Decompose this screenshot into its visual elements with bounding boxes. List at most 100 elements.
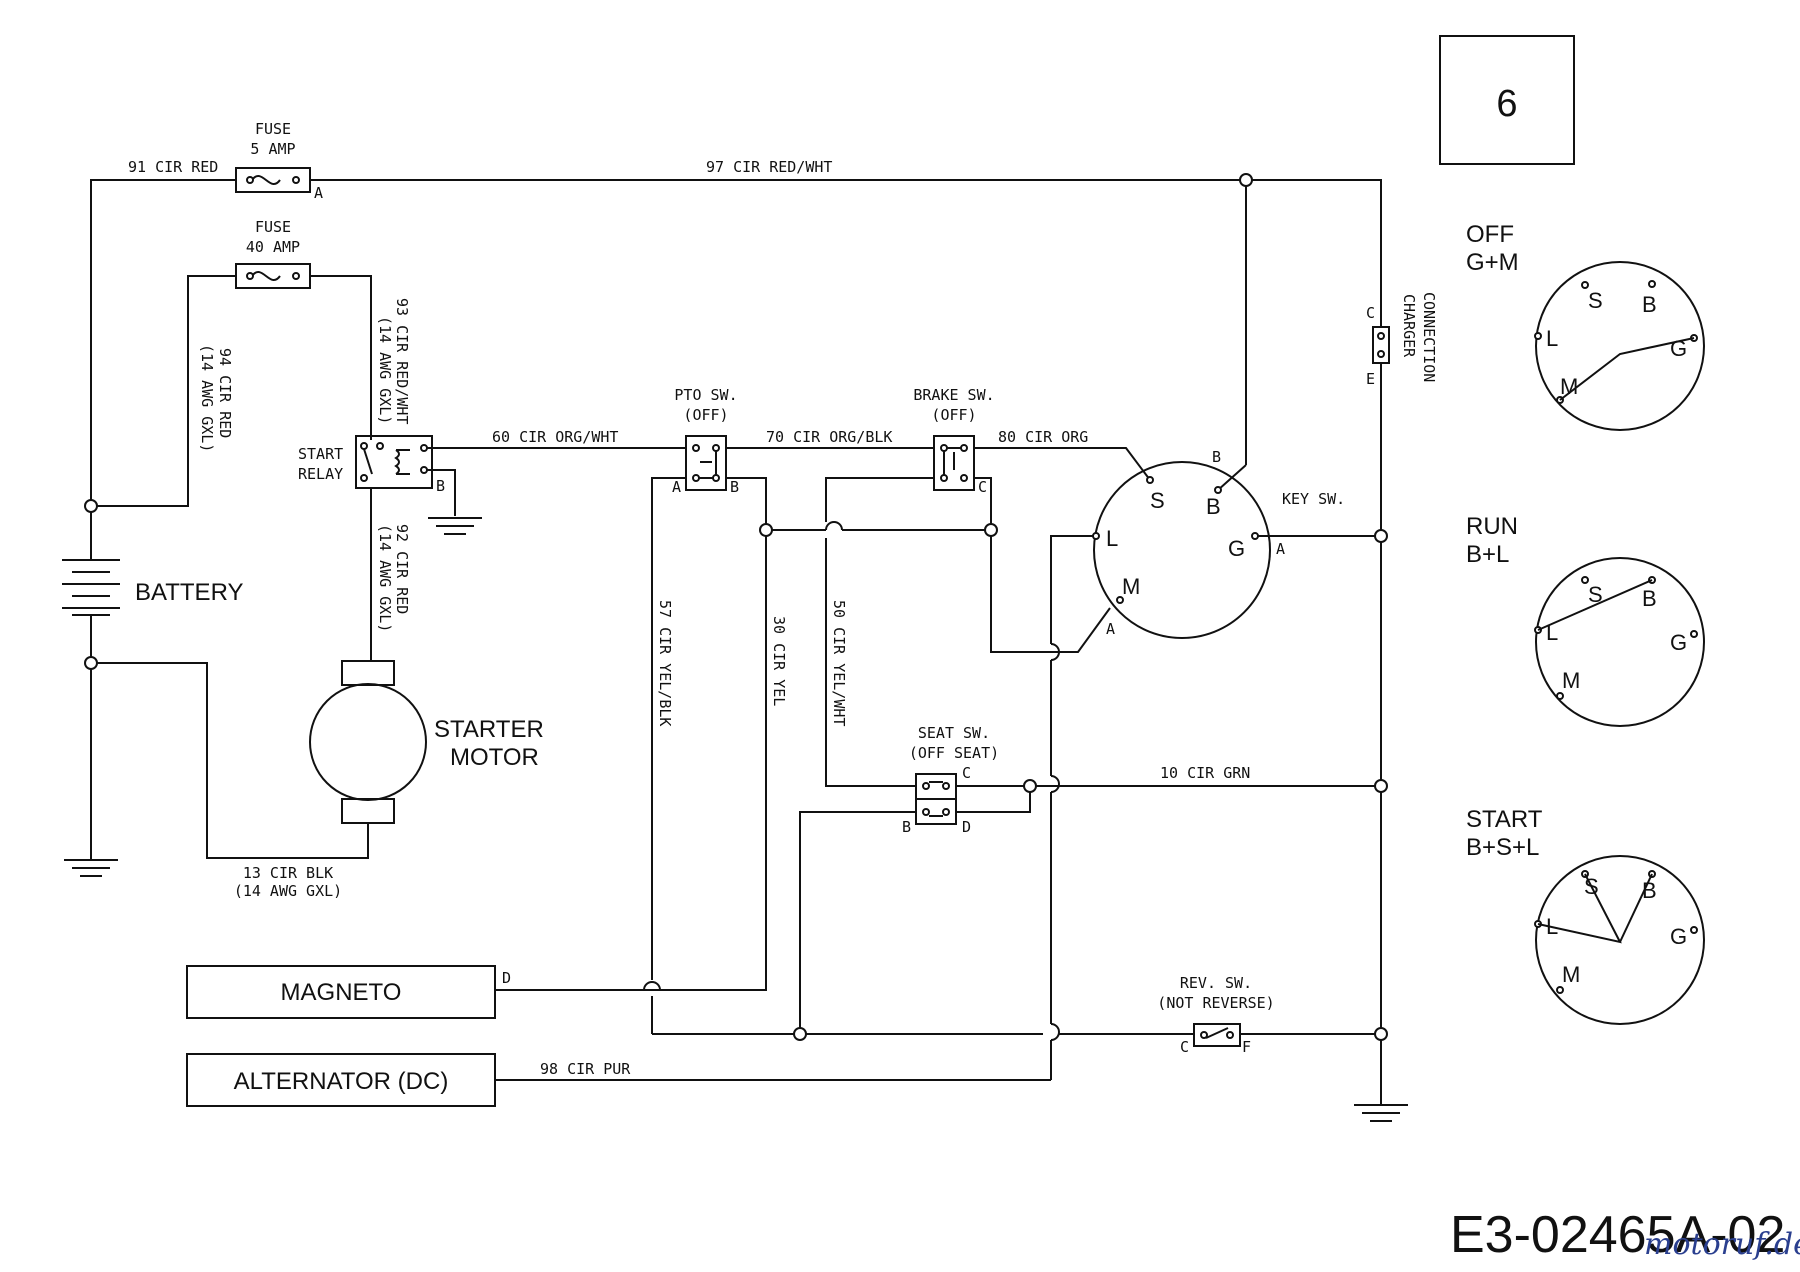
off-title: OFF xyxy=(1466,221,1514,248)
wire-93-a: 93 CIR RED/WHT xyxy=(393,298,411,424)
key-a-m: A xyxy=(1106,620,1115,638)
key-l: L xyxy=(1106,526,1118,551)
wire-97: 97 CIR RED/WHT xyxy=(706,158,832,176)
brake-switch: BRAKE SW. (OFF) C xyxy=(913,386,994,496)
wire-80: 80 CIR ORG xyxy=(998,428,1088,446)
wire-94-a: 94 CIR RED xyxy=(216,348,234,438)
wire-92-a: 92 CIR RED xyxy=(393,524,411,614)
wire-labels: 91 CIR RED 97 CIR RED/WHT 60 CIR ORG/WHT… xyxy=(128,158,1250,1078)
starter-label-2: MOTOR xyxy=(450,744,539,771)
pto-term-b: B xyxy=(730,478,739,496)
rev-label-2: (NOT REVERSE) xyxy=(1157,994,1274,1012)
run-g: G xyxy=(1670,630,1687,655)
watermark-logo: motoruf.de xyxy=(1644,1227,1800,1262)
seat-label-1: SEAT SW. xyxy=(918,724,990,742)
key-position-start: START B+S+L S B L G M xyxy=(1466,806,1705,1025)
fuse-5-title: FUSE xyxy=(255,120,291,138)
start-m: M xyxy=(1562,962,1580,987)
wire-13-b: (14 AWG GXL) xyxy=(234,882,342,900)
wire-98: 98 CIR PUR xyxy=(540,1060,631,1078)
key-s: S xyxy=(1150,488,1165,513)
key-a-g: A xyxy=(1276,540,1285,558)
wire-57: 57 CIR YEL/BLK xyxy=(656,600,674,726)
off-m: M xyxy=(1560,374,1578,399)
off-s: S xyxy=(1588,288,1603,313)
key-g: G xyxy=(1228,536,1245,561)
off-combo: G+M xyxy=(1466,249,1519,276)
wires xyxy=(90,179,1382,1105)
fuse-5-amp: FUSE 5 AMP A xyxy=(235,120,323,202)
start-title: START xyxy=(1466,806,1543,833)
battery: BATTERY xyxy=(62,559,243,616)
reverse-switch: REV. SW. (NOT REVERSE) C F xyxy=(1157,974,1274,1056)
footer: E3-02465A-02 motoruf.de xyxy=(1450,1206,1800,1264)
pto-label-1: PTO SW. xyxy=(674,386,737,404)
charger-connection: C E CHARGER CONNECTION xyxy=(1366,292,1438,388)
seat-term-c: C xyxy=(962,764,971,782)
key-position-run: RUN B+L S B L G M xyxy=(1466,513,1705,727)
key-sw-label: KEY SW. xyxy=(1282,490,1345,508)
fuse-5-terminal: A xyxy=(314,184,323,202)
rev-term-c: C xyxy=(1180,1038,1189,1056)
wire-91: 91 CIR RED xyxy=(128,158,218,176)
start-b: B xyxy=(1642,878,1657,903)
page-number-box: 6 xyxy=(1439,35,1575,165)
starter-motor: STARTER MOTOR xyxy=(309,660,544,824)
magneto-term-d: D xyxy=(502,969,511,987)
ground-right xyxy=(1354,1104,1408,1122)
fuse-5-rating: 5 AMP xyxy=(250,140,295,158)
wire-10: 10 CIR GRN xyxy=(1160,764,1250,782)
off-l: L xyxy=(1546,326,1558,351)
run-m: M xyxy=(1562,668,1580,693)
charger-label-1: CHARGER xyxy=(1400,294,1418,358)
wire-60: 60 CIR ORG/WHT xyxy=(492,428,618,446)
relay-label-2: RELAY xyxy=(298,465,343,483)
fuse-40-rating: 40 AMP xyxy=(246,238,300,256)
junction-dots xyxy=(84,173,1388,1041)
alternator-label: ALTERNATOR (DC) xyxy=(234,1068,449,1095)
wire-92-b: (14 AWG GXL) xyxy=(376,524,394,632)
ground-battery xyxy=(64,859,118,877)
seat-term-b: B xyxy=(902,818,911,836)
start-relay: START RELAY B xyxy=(298,435,445,495)
run-b: B xyxy=(1642,586,1657,611)
rev-label-1: REV. SW. xyxy=(1180,974,1252,992)
wire-93-b: (14 AWG GXL) xyxy=(376,316,394,424)
seat-switch: SEAT SW. (OFF SEAT) C B D xyxy=(902,724,999,836)
magneto-label: MAGNETO xyxy=(281,979,402,1006)
key-m: M xyxy=(1122,574,1140,599)
pto-term-a: A xyxy=(672,478,681,496)
off-b: B xyxy=(1642,292,1657,317)
alternator: ALTERNATOR (DC) xyxy=(186,1053,496,1107)
pto-switch: PTO SW. (OFF) A B xyxy=(672,386,739,496)
wire-94-b: (14 AWG GXL) xyxy=(198,344,216,452)
charger-term-c: C xyxy=(1366,304,1375,322)
seat-label-2: (OFF SEAT) xyxy=(909,744,999,762)
brake-label-2: (OFF) xyxy=(931,406,976,424)
battery-label: BATTERY xyxy=(135,579,243,606)
key-switch: S B L G M B A A KEY SW. xyxy=(1092,448,1345,639)
key-position-off: OFF G+M S B L G M xyxy=(1466,221,1705,431)
drawing-id: E3-02465A-02 xyxy=(1450,1206,1785,1264)
brake-label-1: BRAKE SW. xyxy=(913,386,994,404)
charger-term-e: E xyxy=(1366,370,1375,388)
start-combo: B+S+L xyxy=(1466,834,1539,861)
fuse-40-title: FUSE xyxy=(255,218,291,236)
pto-label-2: (OFF) xyxy=(683,406,728,424)
brake-term-c: C xyxy=(978,478,987,496)
key-b-ext: B xyxy=(1212,448,1221,466)
seat-term-d: D xyxy=(962,818,971,836)
starter-label-1: STARTER xyxy=(434,716,544,743)
wire-50: 50 CIR YEL/WHT xyxy=(830,600,848,726)
ground-relay xyxy=(428,517,482,535)
relay-term-b: B xyxy=(436,477,445,495)
run-l: L xyxy=(1546,620,1558,645)
wire-30: 30 CIR YEL xyxy=(770,616,788,706)
start-g: G xyxy=(1670,924,1687,949)
magneto: MAGNETO D xyxy=(186,965,511,1019)
run-combo: B+L xyxy=(1466,541,1509,568)
fuse-40-amp: FUSE 40 AMP xyxy=(235,218,311,289)
run-title: RUN xyxy=(1466,513,1518,540)
page-number: 6 xyxy=(1496,83,1517,125)
